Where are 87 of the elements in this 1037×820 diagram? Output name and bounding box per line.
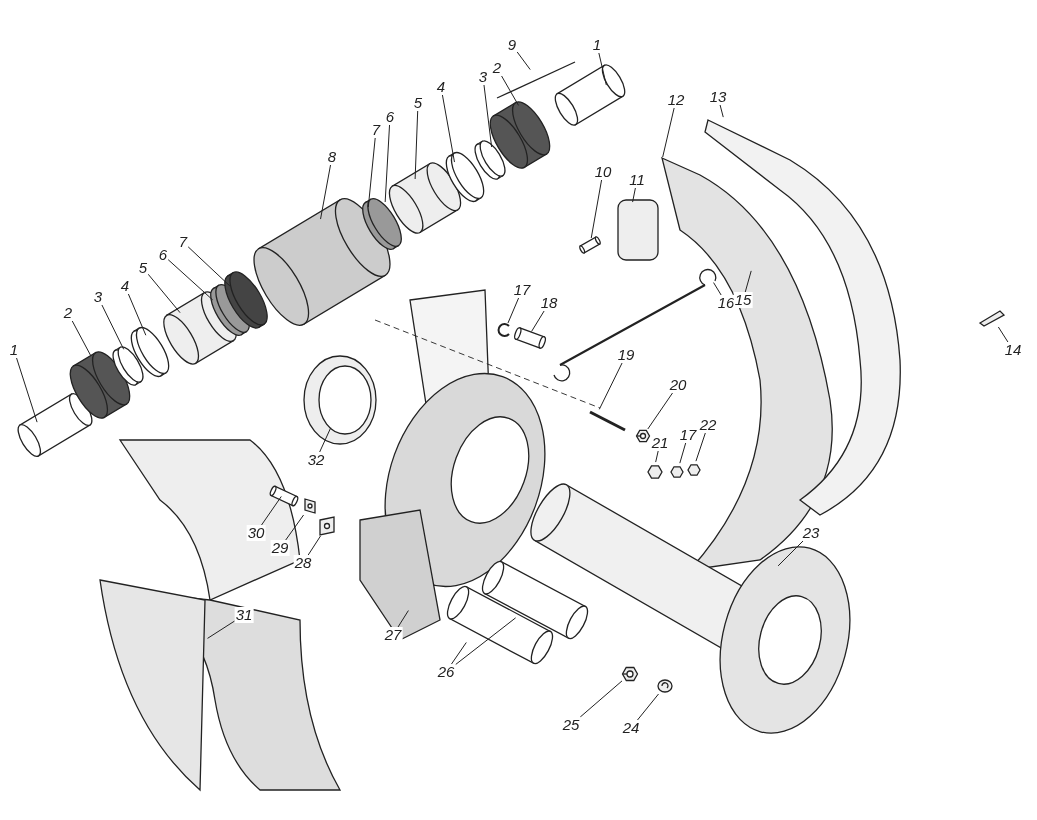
leader-line (579, 680, 623, 718)
leader-line (501, 75, 519, 106)
callout-number: 8 (326, 149, 338, 165)
leader-line (516, 51, 531, 71)
leader-line (454, 617, 517, 666)
leader-line (320, 164, 331, 220)
callout-number: 22 (698, 417, 718, 433)
callout-number: 20 (668, 377, 688, 393)
callout-number: 24 (621, 720, 641, 736)
leader-line (16, 357, 38, 423)
retaining-ring-drawing (498, 323, 512, 337)
leader-line (655, 450, 659, 463)
washer-drawing (302, 497, 318, 515)
leader-line (719, 104, 724, 118)
callout-number: 5 (412, 95, 424, 111)
callout-number: 4 (435, 79, 447, 95)
leader-line (384, 124, 391, 203)
leader-line (647, 392, 673, 430)
callout-number: 3 (477, 69, 489, 85)
callout-number: 25 (561, 717, 581, 733)
plate-drawing (318, 516, 336, 536)
leader-line (147, 273, 181, 314)
leader-line (319, 427, 332, 453)
leader-line (167, 259, 214, 301)
leader-line (997, 326, 1009, 343)
leader-line (127, 293, 147, 336)
washer-drawing (657, 678, 673, 694)
callout-number: 12 (666, 92, 686, 108)
leader-line (679, 442, 687, 464)
leader-line (414, 110, 419, 180)
leader-line (744, 270, 752, 293)
leader-line (598, 362, 623, 410)
leader-line (187, 246, 231, 287)
callout-number: 32 (306, 452, 326, 468)
callout-number: 17 (512, 282, 532, 298)
leader-line (507, 297, 520, 324)
leader-line (441, 94, 455, 163)
callout-number: 31 (234, 607, 254, 623)
callout-number: 14 (1003, 342, 1023, 358)
leader-line (777, 540, 804, 567)
callout-number: 26 (436, 664, 456, 680)
callout-number: 7 (370, 122, 382, 138)
callout-number: 9 (506, 37, 518, 53)
callout-number: 17 (678, 427, 698, 443)
callout-number: 15 (733, 292, 753, 308)
callout-number: 1 (8, 342, 20, 358)
callout-number: 28 (293, 555, 313, 571)
callout-number: 6 (384, 109, 396, 125)
leader-line (662, 107, 675, 158)
callout-number: 6 (157, 247, 169, 263)
leader-line (101, 304, 125, 350)
callout-number: 18 (539, 295, 559, 311)
callout-number: 10 (593, 164, 613, 180)
callout-number: 30 (246, 525, 266, 541)
callout-number: 3 (92, 289, 104, 305)
leader-line (397, 610, 409, 628)
leader-line (695, 432, 706, 462)
leader-line (531, 310, 545, 332)
leader-line (713, 282, 722, 296)
callout-number: 2 (491, 60, 503, 76)
callout-number: 27 (383, 627, 403, 643)
callout-number: 13 (708, 89, 728, 105)
leader-line (207, 620, 236, 639)
callout-number: 19 (616, 347, 636, 363)
callout-number: 21 (650, 435, 670, 451)
screw-drawing (577, 238, 603, 252)
leader-line (367, 137, 376, 208)
leader-line (261, 495, 282, 526)
nut-drawing (636, 429, 650, 443)
leader-line (307, 535, 321, 556)
callout-number: 2 (62, 305, 74, 321)
leader-line (632, 187, 636, 203)
leader-line (483, 84, 493, 148)
leader-line (451, 641, 467, 665)
leader-line (285, 514, 305, 541)
leader-line (637, 693, 659, 721)
nut-drawing (622, 666, 638, 682)
leader-line (590, 179, 603, 239)
callout-number: 29 (270, 540, 290, 556)
leader-line (71, 320, 92, 356)
callout-number: 4 (119, 278, 131, 294)
callout-number: 1 (591, 37, 603, 53)
callout-number: 11 (628, 172, 646, 188)
callout-number: 23 (801, 525, 821, 541)
callout-number: 16 (716, 295, 736, 311)
callout-number: 5 (137, 260, 149, 276)
callout-number: 7 (177, 234, 189, 250)
